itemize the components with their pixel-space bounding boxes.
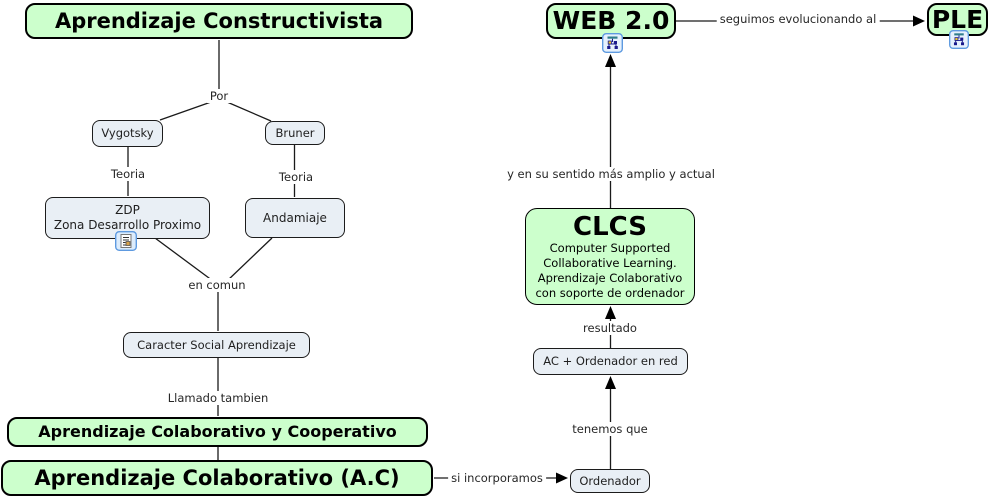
concept-clcs[interactable]: CLCS Computer Supported Collaborative Le…: [525, 208, 695, 305]
linking-phrase-tenemos-que[interactable]: tenemos que: [569, 422, 651, 436]
clcs-title: CLCS: [573, 211, 647, 242]
linking-phrase-teoria-bruner[interactable]: Teoria: [275, 170, 317, 184]
web20-cmap-icon[interactable]: [601, 32, 624, 54]
linking-phrase-en-comun[interactable]: en comun: [185, 278, 249, 292]
linking-phrase-sentido-amplio[interactable]: y en su sentido más amplio y actual: [504, 167, 718, 181]
ple-cmap-icon[interactable]: [949, 29, 969, 50]
concept-ordenador[interactable]: Ordenador: [570, 469, 650, 493]
concept-caracter-social[interactable]: Caracter Social Aprendizaje: [123, 332, 310, 358]
concept-web20[interactable]: WEB 2.0: [546, 3, 676, 39]
concept-vygotsky[interactable]: Vygotsky: [92, 120, 163, 147]
concept-colaborativo-cooperativo[interactable]: Aprendizaje Colaborativo y Cooperativo: [7, 417, 428, 447]
linking-phrase-si-incorporamos[interactable]: si incorporamos: [448, 471, 546, 485]
arrowheads: [556, 15, 925, 484]
linking-phrase-llamado-tambien[interactable]: Llamado tambien: [164, 391, 272, 405]
zdp-resource-icon[interactable]: [114, 230, 138, 252]
concept-bruner[interactable]: Bruner: [265, 121, 325, 145]
linking-phrase-por[interactable]: Por: [206, 89, 232, 103]
concept-colaborativo-ac[interactable]: Aprendizaje Colaborativo (A.C): [1, 460, 433, 496]
linking-phrase-seguimos-evolucionando[interactable]: seguimos evolucionando al: [716, 12, 880, 26]
concept-ac-ordenador-red[interactable]: AC + Ordenador en red: [533, 348, 688, 375]
concept-andamiaje[interactable]: Andamiaje: [245, 198, 345, 238]
clcs-body: Computer Supported Collaborative Learnin…: [535, 241, 685, 300]
linking-phrase-teoria-vygotsky[interactable]: Teoria: [107, 167, 149, 181]
concept-aprendizaje-constructivista[interactable]: Aprendizaje Constructivista: [25, 3, 413, 39]
linking-phrase-resultado[interactable]: resultado: [580, 321, 640, 335]
